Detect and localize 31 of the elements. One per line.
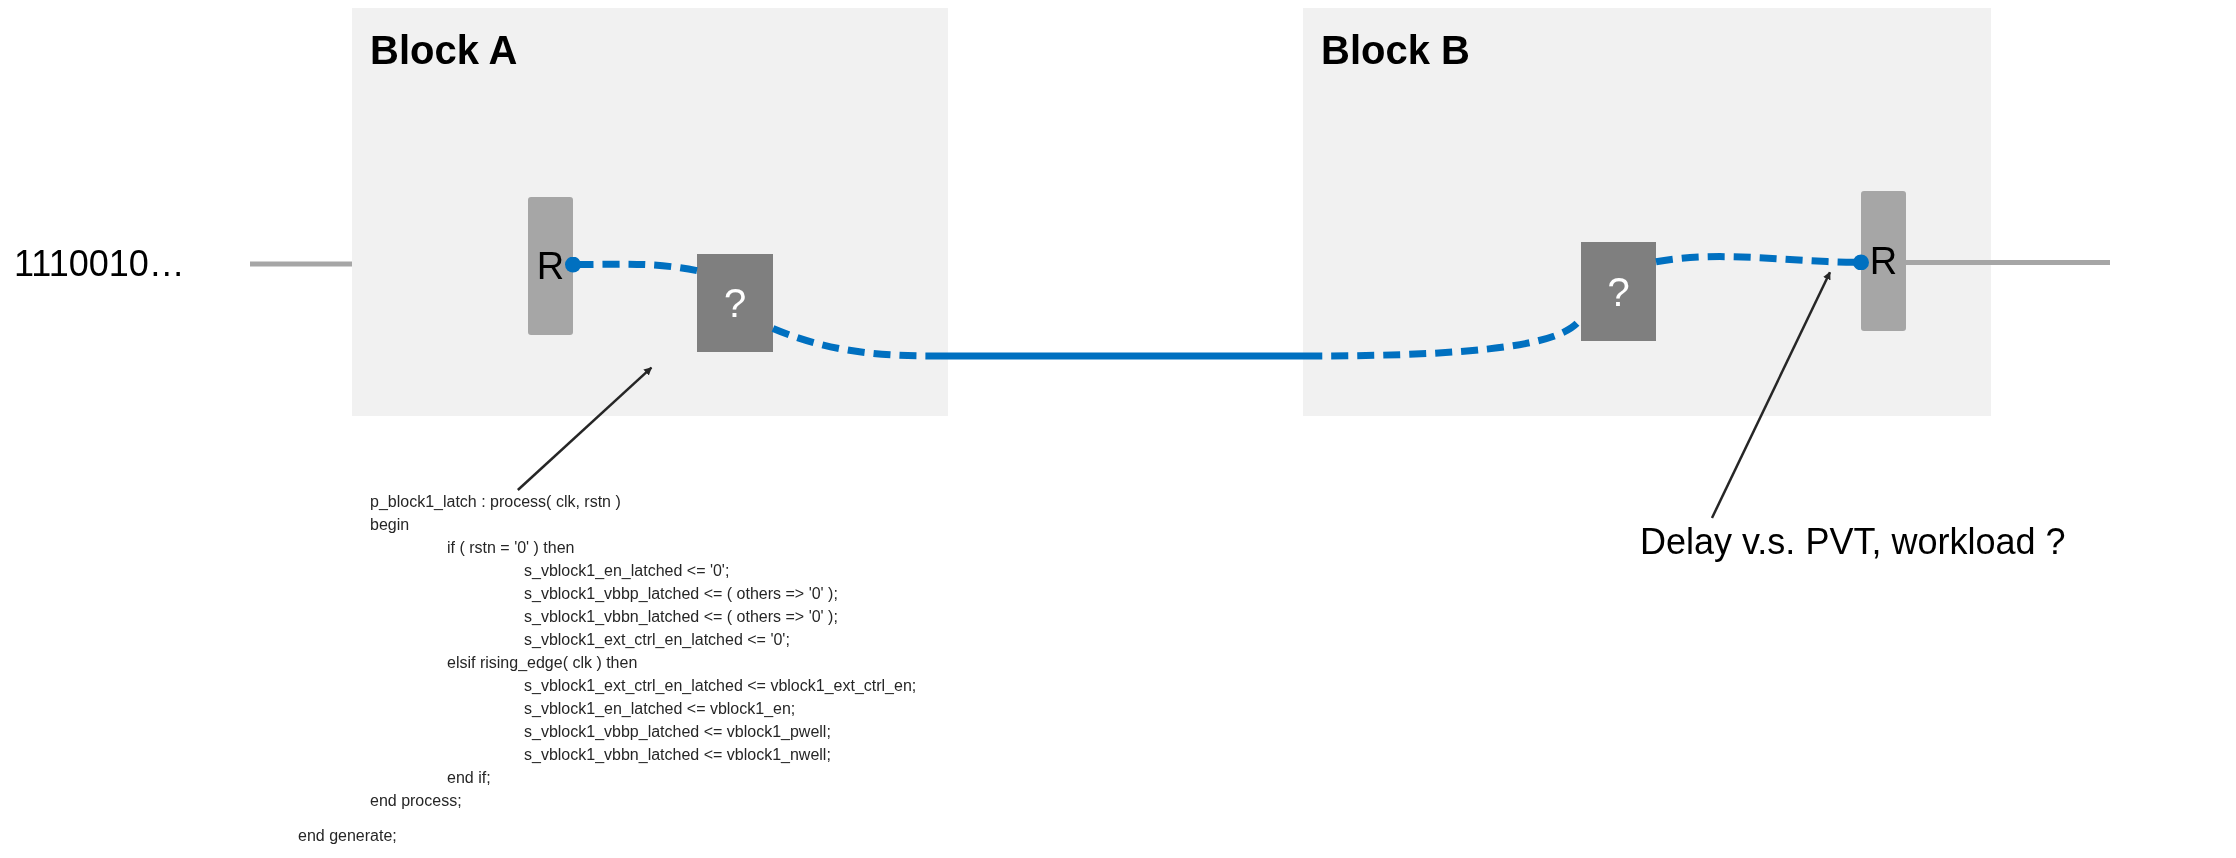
signal-connector xyxy=(565,256,698,275)
code-line: p_block1_latch : process( clk, rstn ) xyxy=(370,493,621,510)
signal-connector xyxy=(1655,253,1869,271)
unknown-block: ? xyxy=(697,254,773,352)
register-block: R xyxy=(528,197,573,335)
code-line: s_vblock1_en_latched <= vblock1_en; xyxy=(524,700,796,717)
code-line: end process; xyxy=(370,792,462,809)
block-title: Block A xyxy=(370,27,518,74)
code-line: s_vblock1_vbbp_latched <= ( others => '0' ); xyxy=(524,585,838,602)
leader-arrow xyxy=(517,366,653,491)
code-line: s_vblock1_vbbn_latched <= vblock1_nwell; xyxy=(524,746,831,763)
block-panel xyxy=(1303,8,1991,416)
code-line: end if; xyxy=(447,769,491,786)
code-line: if ( rstn = '0' ) then xyxy=(447,539,575,556)
code-line: begin xyxy=(370,516,410,533)
code-line: elsif rising_edge( clk ) then xyxy=(447,654,638,671)
annotation-text: Delay v.s. PVT, workload ? xyxy=(1640,518,2230,566)
code-line: s_vblock1_ext_ctrl_en_latched <= '0'; xyxy=(524,631,790,648)
code-line: end generate; xyxy=(298,826,397,846)
code-line: s_vblock1_vbbp_latched <= vblock1_pwell; xyxy=(524,723,831,740)
code-line: s_vblock1_vbbn_latched <= ( others => '0' ); xyxy=(524,608,838,625)
unknown-block: ? xyxy=(1581,242,1656,341)
leader-arrow xyxy=(1710,271,1832,519)
register-block: R xyxy=(1861,191,1906,331)
signal-line xyxy=(250,261,352,267)
code-line: s_vblock1_en_latched <= '0'; xyxy=(524,562,730,579)
code-line: s_vblock1_ext_ctrl_en_latched <= vblock1_ext_ctrl_en; xyxy=(524,677,917,694)
bit-sequence: 1110010… xyxy=(14,242,250,286)
block-title: Block B xyxy=(1321,27,1470,74)
signal-line xyxy=(1906,259,2110,265)
block-panel xyxy=(352,8,948,416)
